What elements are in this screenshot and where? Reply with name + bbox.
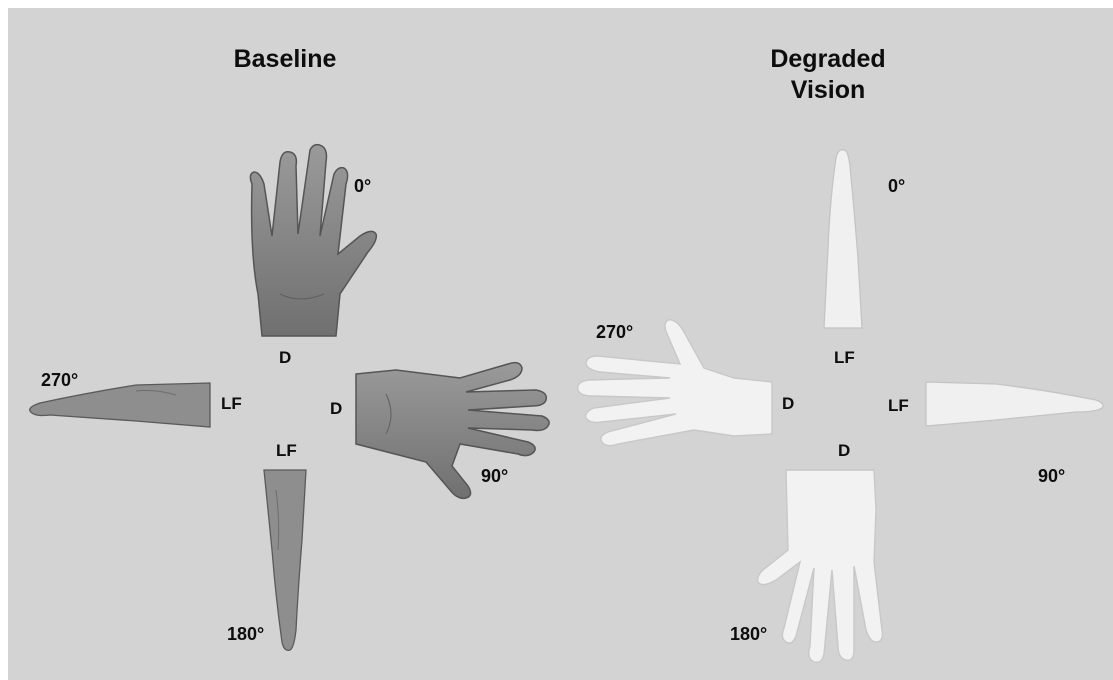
baseline-view-left-label: LF [221,394,242,414]
baseline-view-right-label: D [330,399,342,419]
baseline-hand-0deg-dorsal-icon [240,144,380,336]
degraded-angle-270-label: 270° [596,322,633,343]
baseline-angle-90-label: 90° [481,466,508,487]
degraded-angle-0-label: 0° [888,176,905,197]
baseline-panel-title: Baseline [220,44,350,75]
degraded-hand-180deg-dorsal-icon [746,470,902,662]
degraded-view-right-label: LF [888,396,909,416]
degraded-angle-90-label: 90° [1038,466,1065,487]
baseline-hand-180deg-lateral-icon [262,470,308,652]
baseline-view-bottom-label: LF [276,441,297,461]
degraded-panel-title: Degraded Vision [748,44,908,106]
degraded-hand-0deg-lateral-icon [818,148,866,328]
baseline-view-top-label: D [279,348,291,368]
degraded-view-top-label: LF [834,348,855,368]
baseline-hand-90deg-dorsal-icon [356,354,552,500]
baseline-angle-270-label: 270° [41,370,78,391]
degraded-angle-180-label: 180° [730,624,767,645]
degraded-view-left-label: D [782,394,794,414]
degraded-hand-90deg-lateral-icon [926,378,1106,428]
baseline-angle-180-label: 180° [227,624,264,645]
baseline-angle-0-label: 0° [354,176,371,197]
degraded-view-bottom-label: D [838,441,850,461]
figure-canvas: Baseline 0° 270° 90° 180° D LF D LF Degr… [8,8,1113,680]
